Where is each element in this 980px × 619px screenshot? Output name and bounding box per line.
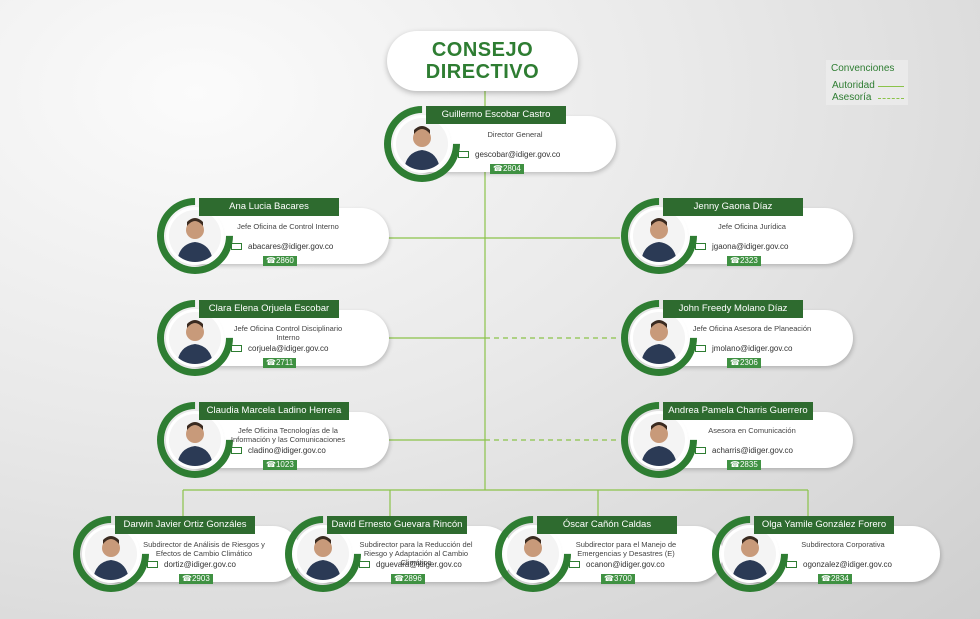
email-text: corjuela@idiger.gov.co <box>248 344 329 353</box>
avatar <box>85 528 137 580</box>
person-email[interactable]: jmolano@idiger.gov.co <box>695 344 792 353</box>
phone-extension: ☎2835 <box>727 460 761 470</box>
legend: Convenciones Autoridad Asesoría <box>826 60 908 105</box>
avatar <box>724 528 776 580</box>
phone-extension: ☎2306 <box>727 358 761 368</box>
card-background <box>422 116 616 172</box>
person-email[interactable]: dguevara@idiger.gov.co <box>359 560 462 569</box>
card-background <box>323 526 513 582</box>
mail-icon <box>231 243 242 251</box>
legend-authority-label: Autoridad <box>832 80 875 91</box>
person-role: Jefe Oficina Control Disciplinario Inter… <box>233 324 343 342</box>
person-role: Subdirectora Corporativa <box>801 540 885 549</box>
card-background <box>111 526 301 582</box>
mail-icon <box>147 561 158 569</box>
mail-icon <box>359 561 370 569</box>
person-name: Jenny Gaona Díaz <box>663 198 803 216</box>
mail-icon <box>569 561 580 569</box>
card-background <box>659 208 853 264</box>
avatar <box>633 312 685 364</box>
card-background <box>195 412 389 468</box>
legend-authority-line <box>878 86 904 87</box>
person-role: Jefe Oficina de Control Interno <box>237 222 339 231</box>
email-text: dortiz@idiger.gov.co <box>164 560 237 569</box>
mail-icon <box>695 345 706 353</box>
person-email[interactable]: ogonzalez@idiger.gov.co <box>786 560 892 569</box>
person-role: Jefe Oficina Asesora de Planeación <box>692 324 812 333</box>
avatar <box>396 118 448 170</box>
person-email[interactable]: dortiz@idiger.gov.co <box>147 560 236 569</box>
mail-icon <box>695 243 706 251</box>
person-role: Director General <box>487 130 543 139</box>
person-name: Ana Lucia Bacares <box>199 198 339 216</box>
title-line-2: DIRECTIVO <box>425 61 540 83</box>
person-email[interactable]: abacares@idiger.gov.co <box>231 242 333 251</box>
card-background <box>750 526 940 582</box>
title-line-1: CONSEJO <box>431 39 534 61</box>
card-background <box>195 208 389 264</box>
title-box: CONSEJO DIRECTIVO <box>387 31 578 91</box>
email-text: jmolano@idiger.gov.co <box>712 344 793 353</box>
person-name: Óscar Cañón Caldas <box>537 516 677 534</box>
person-role: Subdirector para el Manejo de Emergencia… <box>575 540 677 558</box>
person-role: Subdirector de Análisis de Riesgos y Efe… <box>143 540 265 558</box>
person-role: Subdirector para la Reducción del Riesgo… <box>359 540 473 567</box>
phone-extension: ☎2903 <box>179 574 213 584</box>
avatar <box>169 210 221 262</box>
avatar <box>297 528 349 580</box>
email-text: ogonzalez@idiger.gov.co <box>803 560 892 569</box>
email-text: acharris@idiger.gov.co <box>712 446 793 455</box>
phone-extension: ☎3700 <box>601 574 635 584</box>
legend-advisory-label: Asesoría <box>832 92 872 103</box>
avatar <box>633 414 685 466</box>
avatar <box>169 312 221 364</box>
phone-extension: ☎2804 <box>490 164 524 174</box>
phone-extension: ☎2860 <box>263 256 297 266</box>
mail-icon <box>231 345 242 353</box>
person-name: Olga Yamile González Forero <box>754 516 894 534</box>
person-email[interactable]: cladino@idiger.gov.co <box>231 446 326 455</box>
person-name: Guillermo Escobar Castro <box>426 106 566 124</box>
phone-extension: ☎2323 <box>727 256 761 266</box>
avatar <box>507 528 559 580</box>
email-text: abacares@idiger.gov.co <box>248 242 334 251</box>
mail-icon <box>458 151 469 159</box>
email-text: ocanon@idiger.gov.co <box>586 560 665 569</box>
mail-icon <box>695 447 706 455</box>
person-email[interactable]: corjuela@idiger.gov.co <box>231 344 328 353</box>
person-name: Andrea Pamela Charris Guerrero <box>663 402 813 420</box>
phone-extension: ☎2711 <box>263 358 297 368</box>
avatar <box>633 210 685 262</box>
person-name: David Ernesto Guevara Rincón <box>327 516 467 534</box>
phone-extension: ☎2834 <box>818 574 852 584</box>
card-background <box>195 310 389 366</box>
person-role: Jefe Oficina Jurídica <box>718 222 786 231</box>
card-background <box>533 526 723 582</box>
person-role: Asesora en Comunicación <box>708 426 796 435</box>
person-email[interactable]: acharris@idiger.gov.co <box>695 446 793 455</box>
mail-icon <box>786 561 797 569</box>
person-email[interactable]: gescobar@idiger.gov.co <box>458 150 560 159</box>
card-background <box>659 412 853 468</box>
phone-extension: ☎2896 <box>391 574 425 584</box>
email-text: dguevara@idiger.gov.co <box>376 560 462 569</box>
person-email[interactable]: jgaona@idiger.gov.co <box>695 242 788 251</box>
legend-title: Convenciones <box>831 63 895 74</box>
person-role: Jefe Oficina Tecnologías de la Informaci… <box>230 426 346 444</box>
mail-icon <box>231 447 242 455</box>
email-text: jgaona@idiger.gov.co <box>712 242 789 251</box>
person-name: Darwin Javier Ortiz Gonzáles <box>115 516 255 534</box>
person-email[interactable]: ocanon@idiger.gov.co <box>569 560 665 569</box>
person-name: Claudia Marcela Ladino Herrera <box>199 402 349 420</box>
card-background <box>659 310 853 366</box>
avatar <box>169 414 221 466</box>
phone-extension: ☎1023 <box>263 460 297 470</box>
email-text: gescobar@idiger.gov.co <box>475 150 561 159</box>
legend-advisory-line <box>878 98 904 99</box>
person-name: Clara Elena Orjuela Escobar <box>199 300 339 318</box>
person-name: John Freedy Molano Díaz <box>663 300 803 318</box>
email-text: cladino@idiger.gov.co <box>248 446 326 455</box>
